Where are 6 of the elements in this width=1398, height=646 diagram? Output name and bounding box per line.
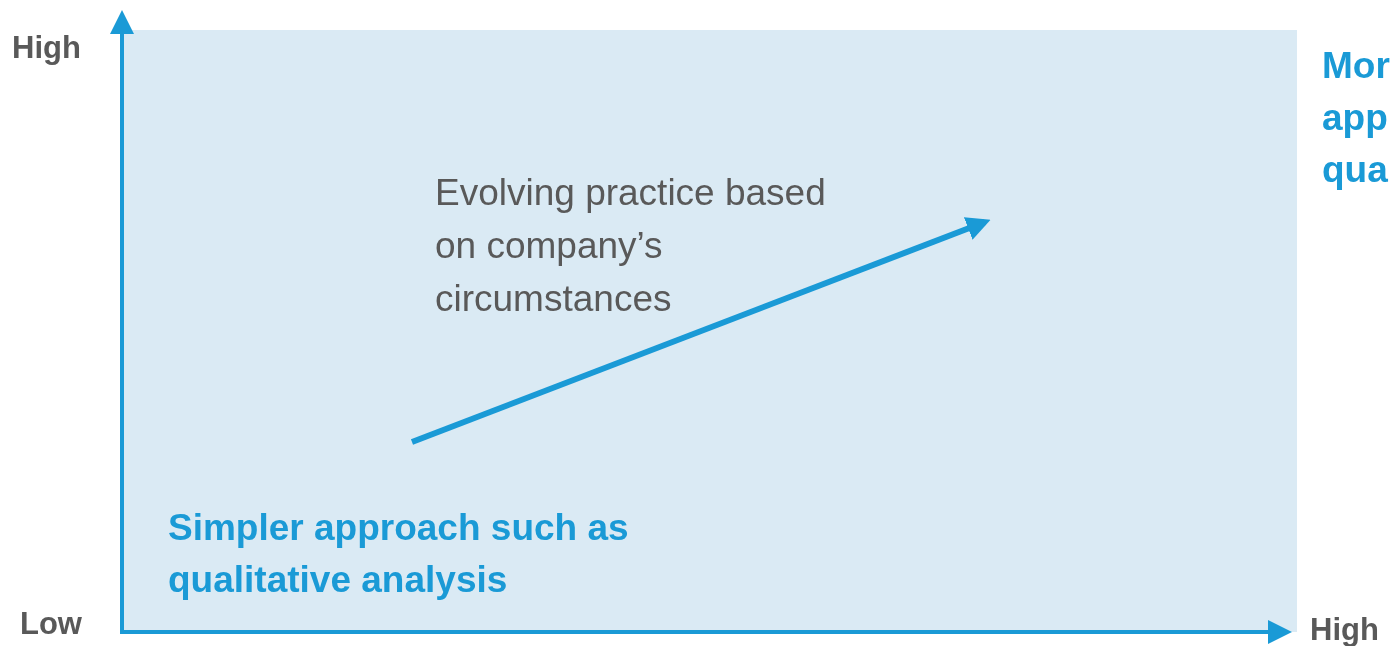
axis-label: High xyxy=(12,30,81,66)
axis-label: Low xyxy=(20,606,82,642)
annotation-text: Evolving practice based on company’s circumstances xyxy=(435,171,827,321)
annotation-text: Mor app qua xyxy=(1322,44,1391,192)
axis-label: High xyxy=(1310,612,1379,646)
annotation-text: Simpler approach such as qualitative analysis xyxy=(168,506,630,602)
